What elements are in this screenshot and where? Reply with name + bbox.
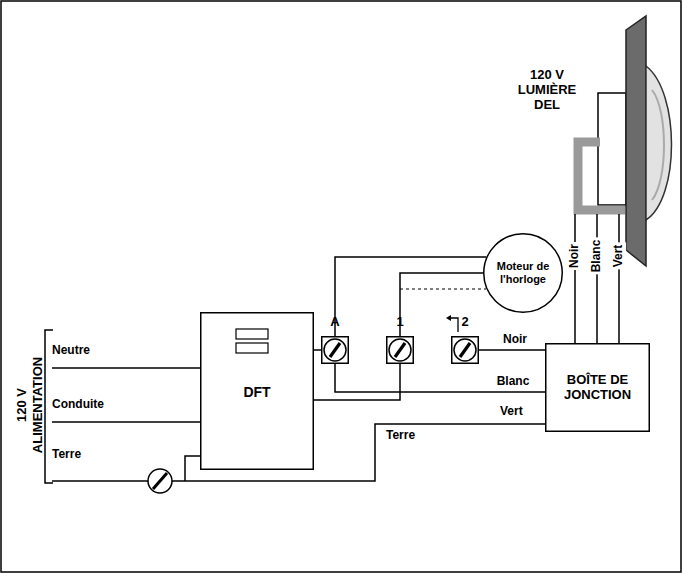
wire bbox=[618, 214, 620, 343]
wire-color-label: Blanc bbox=[495, 375, 532, 389]
wire-color-label: Noir bbox=[501, 333, 529, 347]
supply-voltage: 120 V bbox=[15, 388, 30, 422]
wire bbox=[400, 273, 483, 336]
terminal-label: 1 bbox=[386, 315, 414, 330]
ground-wire bbox=[52, 480, 148, 482]
screw-terminal: 1 bbox=[386, 336, 414, 364]
wire-color-label: Vert bbox=[612, 243, 626, 270]
screw-terminal-outline bbox=[321, 336, 349, 364]
line-wire bbox=[52, 421, 200, 423]
terminal-label: 2 bbox=[451, 315, 479, 330]
wire bbox=[314, 349, 321, 351]
wire bbox=[335, 364, 545, 392]
wire bbox=[314, 364, 400, 400]
supply-bracket bbox=[45, 330, 53, 483]
junction-box: BOÎTE DE JONCTION bbox=[545, 343, 650, 432]
clock-motor: Moteur de l'horloge bbox=[483, 233, 563, 313]
node-label: Moteur de l'horloge bbox=[489, 260, 557, 285]
dft-device: DFT bbox=[200, 312, 314, 470]
ground-dft-wire bbox=[185, 456, 200, 481]
terminal-label: A bbox=[321, 315, 349, 330]
node-label: 120 V LUMIÈRE DEL bbox=[505, 68, 589, 113]
clock-linkage bbox=[400, 288, 486, 289]
node-label: BOÎTE DE JONCTION bbox=[552, 373, 643, 403]
neutral-wire bbox=[52, 367, 200, 369]
wire bbox=[596, 214, 598, 343]
wire-label: Terre bbox=[386, 429, 415, 443]
wire bbox=[479, 349, 545, 351]
screw-terminal-outline bbox=[386, 336, 414, 364]
led-light: 120 V LUMIÈRE DEL bbox=[505, 60, 660, 214]
switch-arrow bbox=[446, 315, 458, 332]
wire-color-label: Noir bbox=[568, 242, 582, 270]
wire-label: Neutre bbox=[52, 344, 90, 358]
led-light-fixture bbox=[578, 16, 672, 266]
screw-terminal-outline bbox=[451, 336, 479, 364]
ground-screw bbox=[148, 469, 172, 493]
supply-title: ALIMENTATION bbox=[31, 357, 46, 453]
wire bbox=[574, 214, 576, 343]
wire-label: Vert bbox=[500, 405, 523, 419]
wire-label: Conduite bbox=[52, 398, 104, 412]
wire-label: Terre bbox=[52, 448, 81, 462]
screw-terminal: A bbox=[321, 336, 349, 364]
node-label: DFT bbox=[200, 384, 314, 400]
screw-terminal: 2 bbox=[451, 336, 479, 364]
wire bbox=[335, 257, 486, 336]
wire-color-label: Blanc bbox=[590, 238, 604, 275]
